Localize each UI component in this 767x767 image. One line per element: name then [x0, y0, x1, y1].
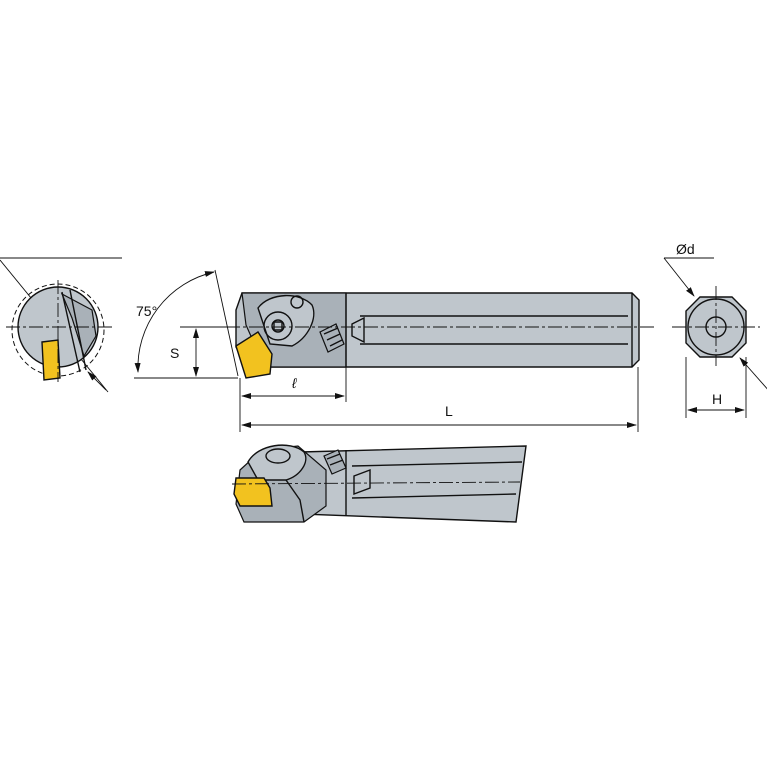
diameter-label: Ød — [676, 241, 695, 257]
angle-label: 75° — [136, 303, 157, 319]
l-small-dimension: ℓ — [239, 367, 347, 432]
angle-annotation: 75° — [134, 269, 239, 379]
left-end-view — [0, 257, 122, 393]
bottom-insert — [233, 477, 273, 507]
s-label: S — [170, 345, 179, 361]
h-label: H — [712, 391, 722, 407]
left-end-insert — [41, 339, 61, 381]
l-total-dimension: L — [241, 367, 639, 432]
right-end-view: Ød H — [663, 241, 767, 418]
l-small-label: ℓ — [291, 375, 297, 391]
s-dimension: S — [170, 326, 232, 377]
main-side-view — [180, 292, 656, 379]
l-total-label: L — [445, 403, 453, 419]
main-insert — [235, 331, 273, 379]
bottom-perspective-view — [231, 444, 527, 523]
